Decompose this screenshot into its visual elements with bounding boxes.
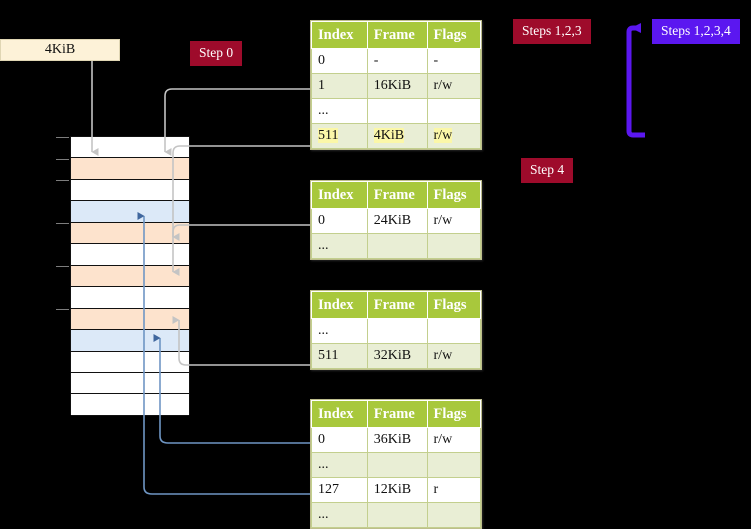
grid-tick bbox=[56, 309, 69, 310]
column-header-frame: Frame bbox=[366, 400, 428, 428]
cell-flags: - bbox=[426, 48, 482, 74]
column-header-flags: Flags bbox=[426, 181, 482, 209]
badge-step-0: Step 0 bbox=[190, 41, 243, 66]
column-header-index: Index bbox=[311, 181, 368, 209]
column-header-index: Index bbox=[311, 291, 368, 319]
cell-frame: 12KiB bbox=[366, 477, 428, 503]
column-header-index: Index bbox=[311, 21, 368, 49]
column-header-flags: Flags bbox=[426, 400, 482, 428]
cell-flags: r/w bbox=[426, 73, 482, 99]
column-header-index: Index bbox=[311, 400, 368, 428]
cell-flags: r/w bbox=[426, 427, 482, 453]
table-row: 0 36KiB r/w bbox=[311, 427, 482, 453]
cell-index: ... bbox=[311, 502, 368, 528]
cell-frame bbox=[366, 502, 428, 528]
pdpt-row0-to-memory-arrow bbox=[172, 224, 312, 276]
kib-frame-box: 4KiB bbox=[0, 39, 120, 61]
cell-index: ... bbox=[311, 233, 368, 259]
grid-tick bbox=[56, 266, 69, 267]
cell-index: 0 bbox=[311, 48, 368, 74]
page-table-pt: Index Frame Flags 0 36KiB r/w ... 127 bbox=[310, 399, 482, 529]
memory-row bbox=[71, 265, 189, 288]
memory-row bbox=[71, 179, 189, 202]
cell-flags bbox=[426, 318, 482, 344]
cell-flags bbox=[426, 452, 482, 478]
table-row: 0 24KiB r/w bbox=[311, 208, 482, 234]
cell-flags: r bbox=[426, 477, 482, 503]
memory-row bbox=[71, 308, 189, 331]
page-table-pml4: Index Frame Flags 0 - - 1 16KiB r/w ... bbox=[310, 20, 482, 150]
table-row: 511 32KiB r/w bbox=[311, 343, 482, 369]
table-row: ... bbox=[311, 318, 482, 344]
column-header-frame: Frame bbox=[366, 21, 428, 49]
table-row: 0 - - bbox=[311, 48, 482, 74]
memory-row bbox=[71, 330, 189, 352]
physical-memory-grid bbox=[56, 136, 190, 416]
page-table-pdpt: Index Frame Flags 0 24KiB r/w ... bbox=[310, 180, 482, 260]
memory-row bbox=[71, 244, 189, 266]
cell-index: 127 bbox=[311, 477, 368, 503]
memory-row bbox=[71, 158, 189, 180]
table-row: 1 16KiB r/w bbox=[311, 73, 482, 99]
cell-index: 1 bbox=[311, 73, 368, 99]
memory-row bbox=[71, 287, 189, 309]
badge-steps-1234: Steps 1,2,3,4 bbox=[652, 19, 740, 44]
column-header-frame: Frame bbox=[366, 291, 428, 319]
table-row: ... bbox=[311, 452, 482, 478]
pml4-row511-to-memory-arrow bbox=[172, 145, 312, 241]
cell-index: ... bbox=[311, 318, 368, 344]
cell-index: ... bbox=[311, 452, 368, 478]
cell-frame: 36KiB bbox=[366, 427, 428, 453]
memory-row bbox=[71, 351, 189, 373]
table-row: 127 12KiB r bbox=[311, 477, 482, 503]
column-header-flags: Flags bbox=[426, 21, 482, 49]
grid-tick bbox=[56, 223, 69, 224]
memory-row bbox=[71, 394, 189, 416]
cell-frame: 24KiB bbox=[366, 208, 428, 234]
cell-flags bbox=[426, 98, 482, 124]
cell-flags: r/w bbox=[426, 208, 482, 234]
pd-row511-to-memory-arrow bbox=[172, 316, 312, 366]
cell-flags: r/w bbox=[426, 123, 482, 149]
memory-row bbox=[71, 201, 189, 223]
cell-index: 511 bbox=[311, 343, 368, 369]
cell-index: 511 bbox=[311, 123, 368, 149]
memory-row bbox=[71, 222, 189, 245]
grid-tick bbox=[56, 180, 69, 181]
memory-row bbox=[71, 372, 189, 395]
page-table-pd: Index Frame Flags ... 511 32KiB r/w bbox=[310, 290, 482, 370]
cell-frame bbox=[366, 98, 428, 124]
cell-index: 0 bbox=[311, 208, 368, 234]
cell-frame: 4KiB bbox=[366, 123, 428, 149]
cell-flags: r/w bbox=[426, 343, 482, 369]
table-row: ... bbox=[311, 98, 482, 124]
cell-index: ... bbox=[311, 98, 368, 124]
memory-row bbox=[71, 137, 189, 159]
table-row: ... bbox=[311, 233, 482, 259]
grid-tick bbox=[56, 159, 69, 160]
steps-1234-bracket-arrow bbox=[626, 23, 645, 138]
cell-frame: - bbox=[366, 48, 428, 74]
cell-frame bbox=[366, 452, 428, 478]
badge-step-4: Step 4 bbox=[521, 158, 574, 183]
cell-frame bbox=[366, 233, 428, 259]
column-header-frame: Frame bbox=[366, 181, 428, 209]
cell-flags bbox=[426, 233, 482, 259]
column-header-flags: Flags bbox=[426, 291, 482, 319]
cell-index: 0 bbox=[311, 427, 368, 453]
cell-frame: 32KiB bbox=[366, 343, 428, 369]
table-row: ... bbox=[311, 502, 482, 528]
badge-steps-123: Steps 1,2,3 bbox=[513, 19, 591, 44]
cell-frame bbox=[366, 318, 428, 344]
table-row: 511 4KiB r/w bbox=[311, 123, 482, 149]
cell-frame: 16KiB bbox=[366, 73, 428, 99]
grid-tick bbox=[56, 137, 69, 138]
cell-flags bbox=[426, 502, 482, 528]
